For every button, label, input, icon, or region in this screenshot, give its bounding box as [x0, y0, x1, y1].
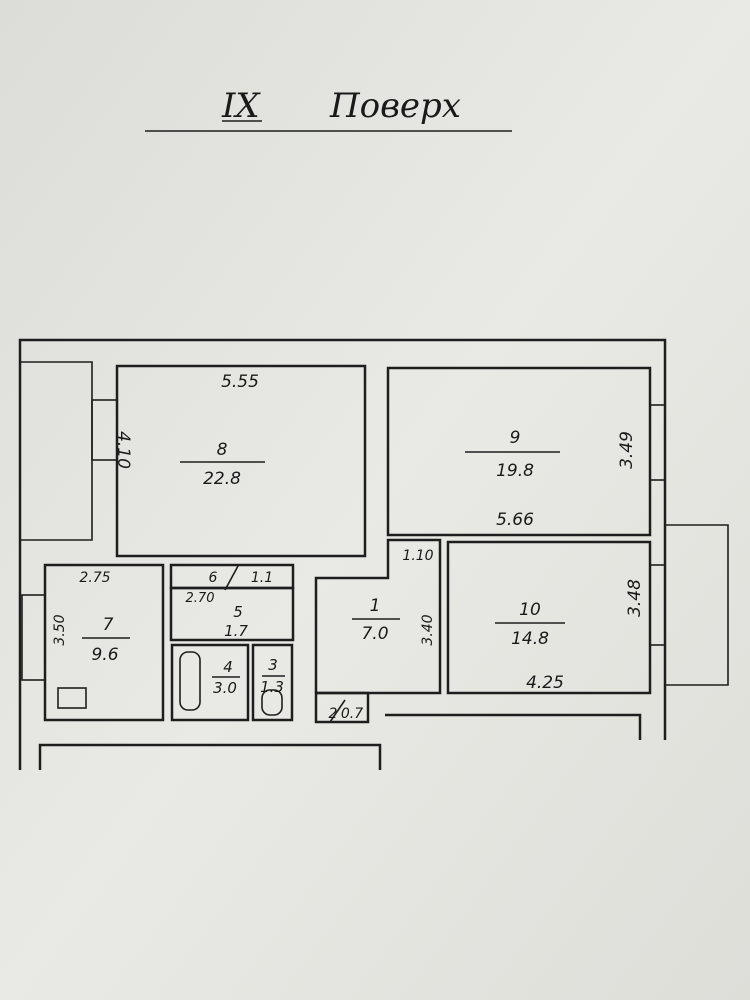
- fraction-line: [224, 565, 239, 591]
- room-8-area: 22.8: [203, 469, 241, 489]
- room-2-labels: 2 0.7: [329, 699, 363, 723]
- room-7: [43, 563, 165, 722]
- room-9: [386, 366, 652, 537]
- fraction-line: [329, 699, 346, 723]
- room-10-width: 4.25: [526, 673, 564, 693]
- room-10: [446, 540, 652, 695]
- room-3-area: 1.3: [260, 678, 284, 696]
- room-5: [169, 586, 295, 642]
- toilet-icon: [261, 689, 283, 716]
- room-2: [314, 691, 370, 724]
- bathtub-icon: [179, 651, 201, 711]
- room-8-depth: 4.10: [113, 431, 133, 469]
- room-4-area: 3.0: [213, 679, 237, 697]
- room-1-number: 1: [370, 596, 381, 616]
- room-7-number: 7: [103, 615, 114, 635]
- bottom-wall-left: [38, 743, 382, 770]
- room-8-width: 5.55: [221, 372, 259, 392]
- floor-numeral: IX: [221, 86, 261, 126]
- room-7-labels: 2.75 3.50 7 9.6: [52, 570, 130, 665]
- room-7-depth: 3.50: [52, 614, 68, 645]
- balcony-right: [665, 524, 729, 686]
- room-4-labels: 4 3.0: [212, 658, 240, 697]
- room-9-depth: 3.49: [617, 431, 637, 469]
- room-6-number: 6: [209, 570, 218, 586]
- room-1-depth: 3.40: [420, 614, 436, 645]
- outer-wall: [18, 338, 667, 770]
- room-10-area: 14.8: [511, 629, 549, 649]
- room-4-number: 4: [223, 658, 233, 676]
- bottom-wall-right: [385, 713, 642, 740]
- room-9-labels: 9 19.8 5.66 3.49: [465, 428, 637, 530]
- floor-title: IX Поверх: [145, 86, 512, 132]
- room-6-labels: 6 1.1: [209, 565, 273, 591]
- room-3-number: 3: [268, 656, 278, 674]
- room-7-area: 9.6: [91, 645, 118, 665]
- floor-word: Поверх: [329, 86, 461, 126]
- room-10-labels: 10 14.8 4.25 3.48: [495, 579, 645, 693]
- room-10-number: 10: [519, 600, 541, 620]
- room-8-number: 8: [217, 440, 228, 460]
- room-5-number: 5: [233, 603, 243, 621]
- room-3-labels: 3 1.3: [260, 656, 285, 696]
- room-4: [170, 643, 250, 722]
- room-3: [251, 643, 294, 722]
- room-1: [314, 538, 442, 695]
- room-9-area: 19.8: [496, 461, 534, 481]
- room-8-labels: 5.55 4.10 8 22.8: [113, 372, 265, 489]
- stove-icon: [57, 687, 87, 709]
- room-5-labels: 2.70 5 1.7: [186, 591, 249, 640]
- room-2-number: 2: [329, 706, 338, 722]
- room-7-width: 2.75: [79, 570, 110, 586]
- room-1-area: 7.0: [361, 624, 388, 644]
- room-5-width: 2.70: [186, 591, 215, 606]
- room-5-area: 1.7: [224, 622, 248, 640]
- room-6-area: 1.1: [251, 570, 273, 586]
- room-1-width: 1.10: [402, 548, 433, 564]
- room-9-width: 5.66: [496, 510, 534, 530]
- room-2-area: 0.7: [341, 706, 363, 722]
- room-9-number: 9: [510, 428, 521, 448]
- room-10-depth: 3.48: [625, 579, 645, 617]
- room-1-labels: 1 7.0 1.10 3.40: [352, 548, 436, 646]
- room-8: [115, 364, 367, 558]
